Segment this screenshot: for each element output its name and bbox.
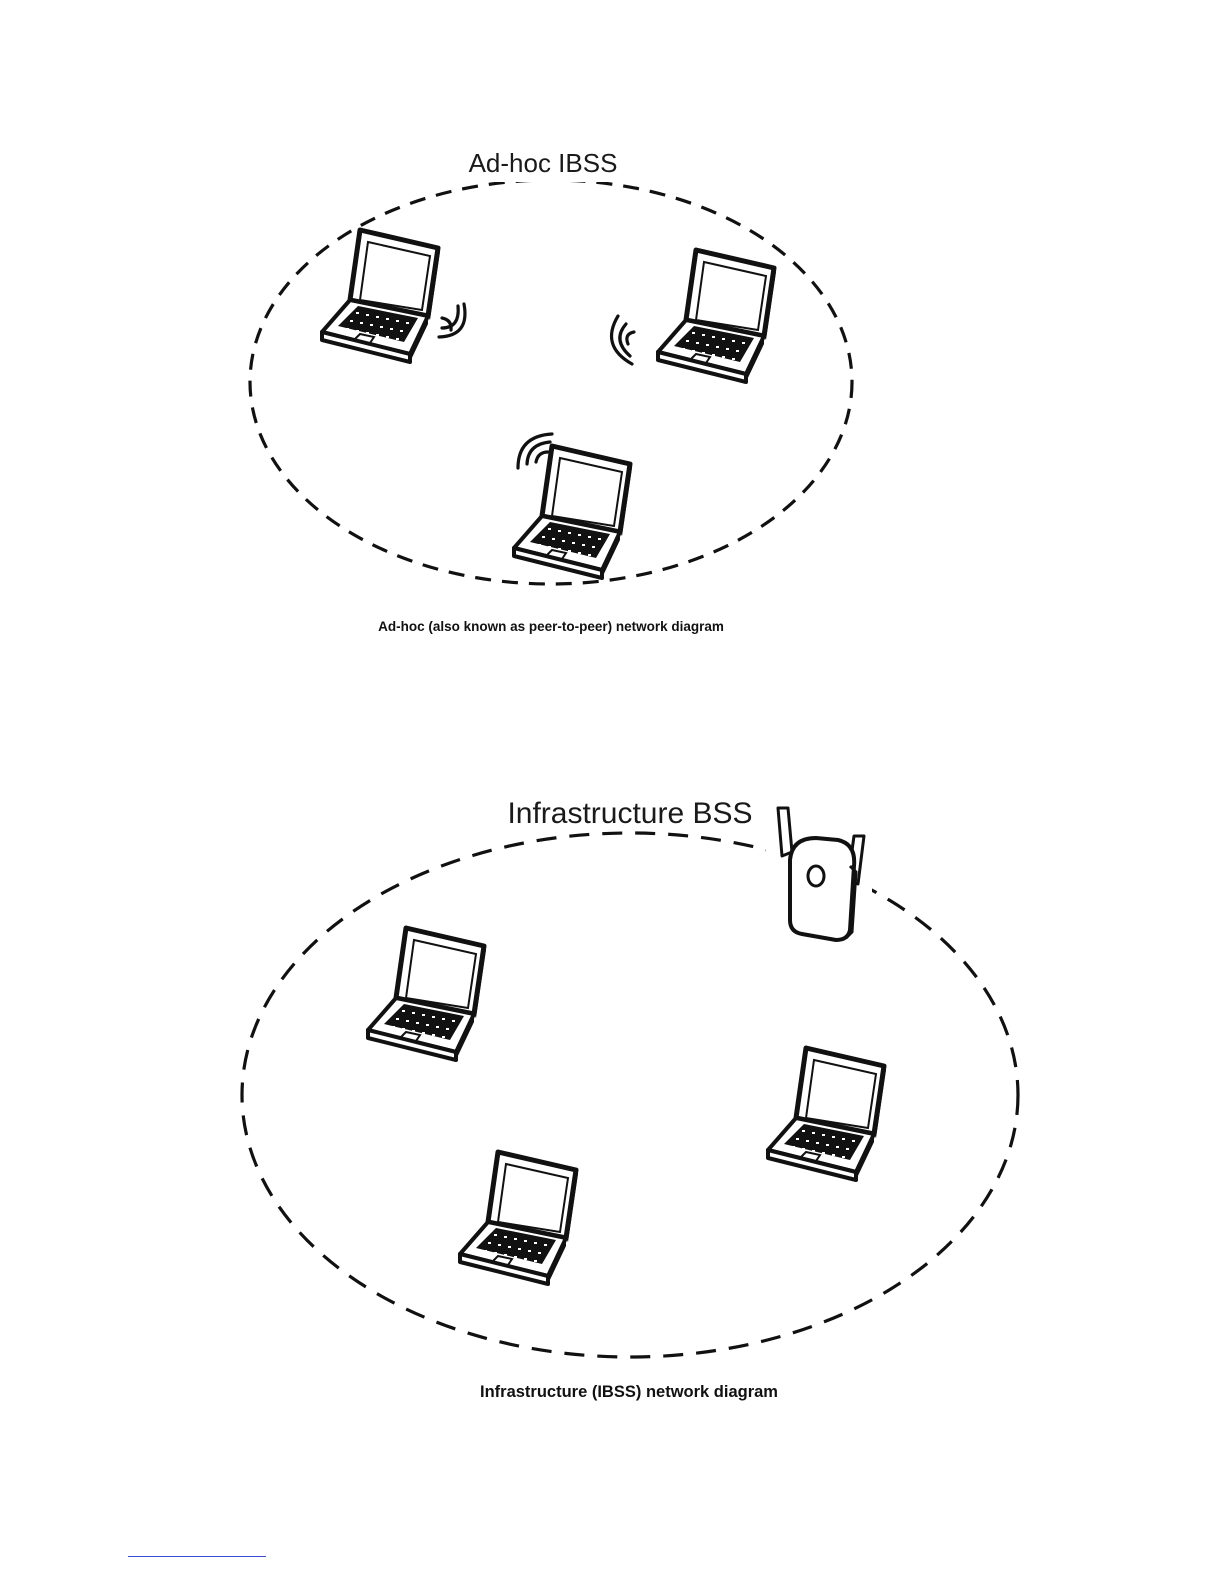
access-point-icon xyxy=(766,808,872,944)
laptop-icon xyxy=(768,1048,886,1180)
wireless-signal-icon xyxy=(612,316,634,364)
adhoc-caption: Ad-hoc (also known as peer-to-peer) netw… xyxy=(378,619,724,634)
footer-rule xyxy=(128,1556,266,1557)
laptop-icon xyxy=(322,230,440,362)
infrastructure-diagram: Infrastructure BSS Infrastructure (IBSS)… xyxy=(242,792,1018,1401)
laptop-icon xyxy=(460,1152,578,1284)
laptop-icon xyxy=(658,250,776,382)
infrastructure-title: Infrastructure BSS xyxy=(507,797,752,830)
wireless-signal-icon xyxy=(439,304,465,337)
laptop-icon xyxy=(368,928,486,1060)
laptop-icon xyxy=(514,446,632,578)
adhoc-diagram: Ad-hoc IBSS Ad-hoc (also known as peer-t… xyxy=(250,146,852,634)
wireless-signal-icon xyxy=(518,434,552,468)
infrastructure-boundary xyxy=(242,833,1018,1357)
adhoc-title: Ad-hoc IBSS xyxy=(469,148,618,178)
infrastructure-caption: Infrastructure (IBSS) network diagram xyxy=(480,1383,778,1401)
